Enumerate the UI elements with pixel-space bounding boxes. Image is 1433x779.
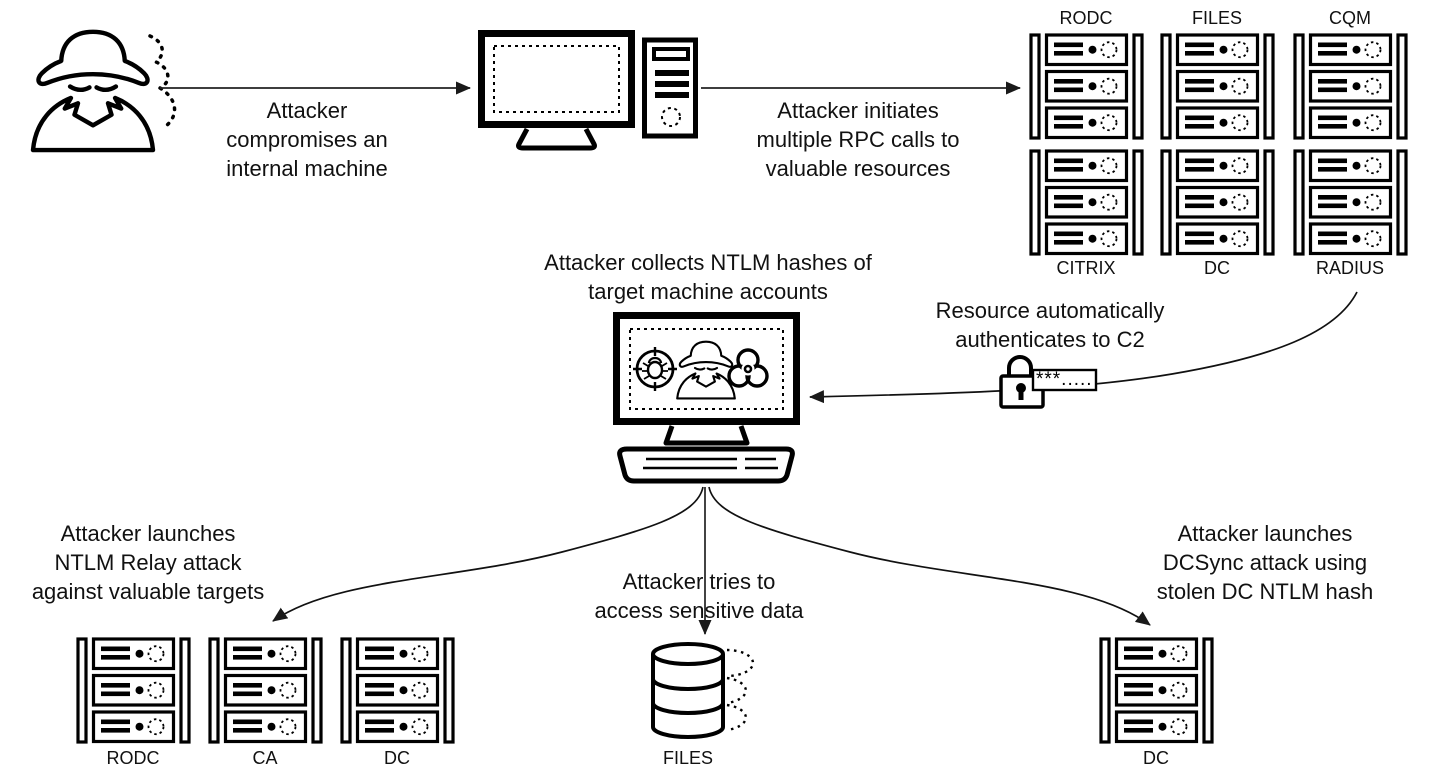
biohazard-icon (727, 348, 769, 388)
desktop-computer-icon (478, 30, 698, 151)
caption-compromise: Attacker compromises an internal machine (226, 98, 388, 182)
rack-ca (210, 639, 321, 742)
label-dc-top: DC (1204, 258, 1230, 278)
caption-auto-auth: Resource automatically authenticates to … (935, 298, 1165, 353)
label-rodc-bottom: RODC (106, 748, 160, 768)
rack-citrix (1031, 151, 1142, 254)
arrow-ntlm-relay (272, 486, 704, 622)
label-dc-right: DC (1143, 748, 1169, 768)
label-rodc-top: RODC (1059, 8, 1113, 28)
rack-dc-right (1101, 639, 1212, 742)
caption-sensitive-data: Attacker tries to access sensitive data (594, 569, 804, 624)
rack-rodc-bottom (78, 639, 189, 742)
arrow-dcsync (708, 486, 1151, 626)
caption-dcsync: Attacker launches DCSync attack using st… (1156, 521, 1374, 605)
c2-monitor-icon (613, 312, 800, 446)
rack-dc-bottom (342, 639, 453, 742)
target-bug-icon (633, 347, 677, 391)
label-files-db: FILES (662, 748, 714, 768)
arrow-auto-auth (809, 291, 1358, 404)
label-files-top: FILES (1191, 8, 1243, 28)
rack-dc-top (1162, 151, 1273, 254)
label-dc-bottom: DC (384, 748, 410, 768)
label-ca: CA (252, 748, 278, 768)
caption-collect-hashes: Attacker collects NTLM hashes of target … (544, 250, 872, 305)
rack-radius (1295, 151, 1406, 254)
database-ghost-dotted (726, 648, 755, 732)
attacker-spy-icon (33, 32, 177, 150)
label-radius: RADIUS (1315, 258, 1384, 278)
password-box (1031, 368, 1098, 392)
rack-cqm (1295, 35, 1406, 138)
c2-keyboard-icon (617, 446, 795, 484)
caption-ntlm-relay: Attacker launches NTLM Relay attack agai… (31, 521, 265, 605)
caption-rpc-calls: Attacker initiates multiple RPC calls to… (756, 98, 960, 182)
masked-password-text: ***..... (1036, 369, 1093, 390)
spy-echo-dotted-outline (148, 34, 177, 128)
label-citrix: CITRIX (1056, 258, 1116, 278)
label-cqm: CQM (1329, 8, 1371, 28)
rack-files-top (1162, 35, 1273, 138)
database-icon (651, 642, 755, 739)
rack-rodc-top (1031, 35, 1142, 138)
